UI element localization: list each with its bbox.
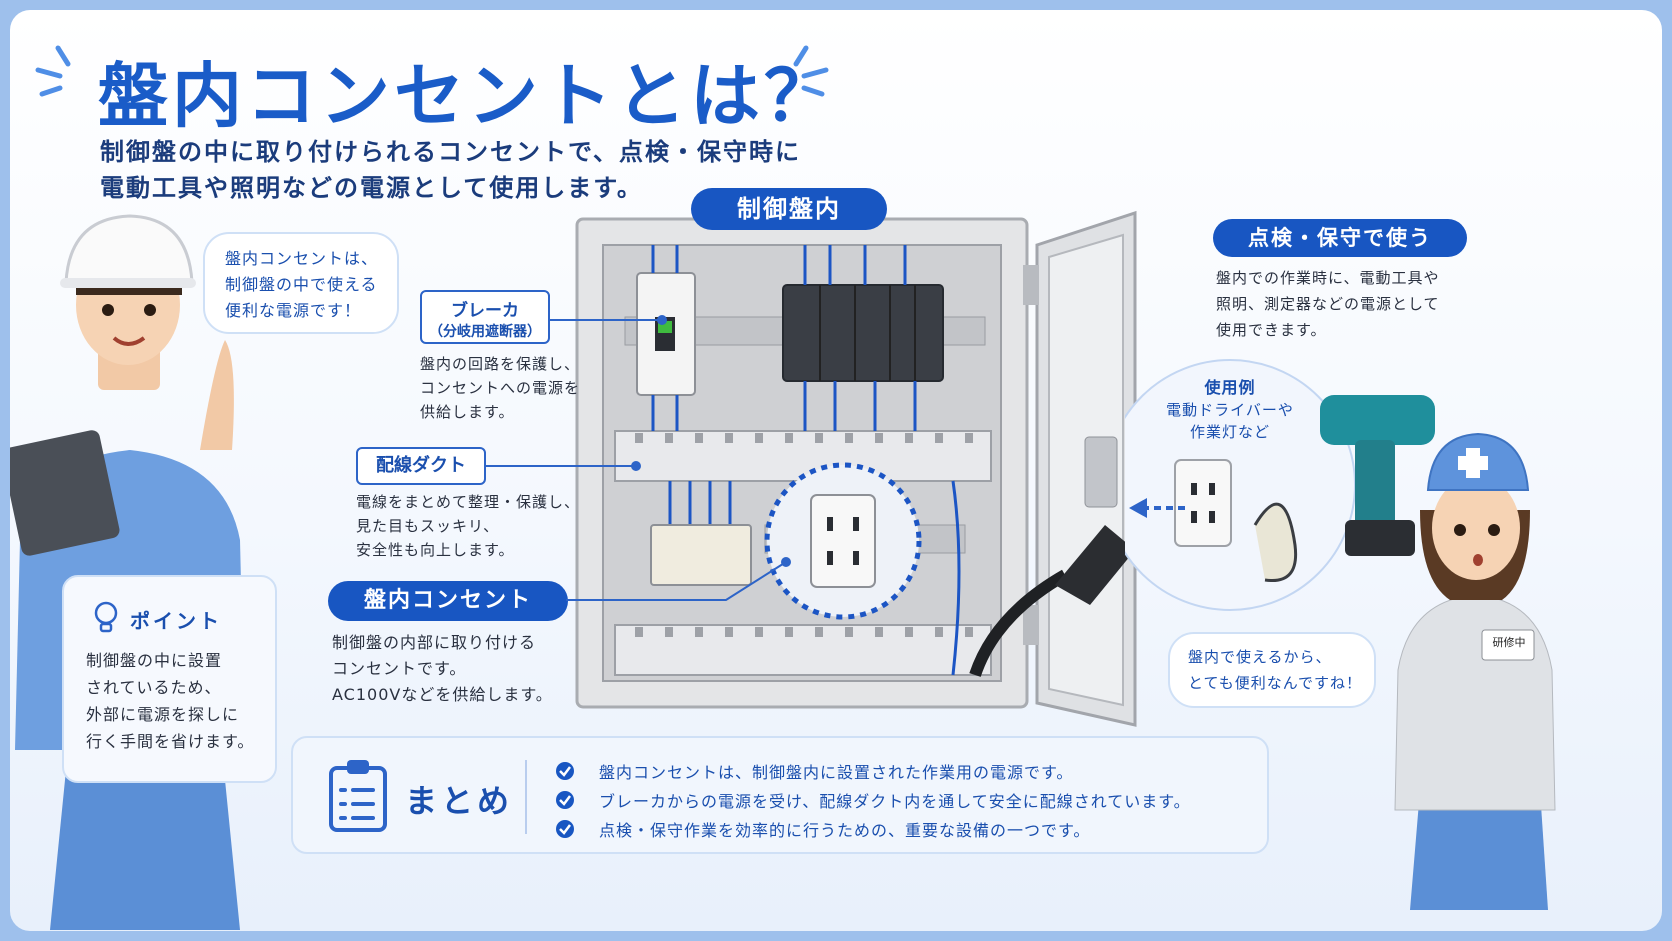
wiring-duct-lower — [614, 624, 992, 676]
infographic-page: 盤内コンセントとは？ 制御盤の中に取り付けられるコンセントで、点検・保守時に 電… — [10, 10, 1662, 931]
breaker-desc-line-2: コンセントへの電源を — [420, 379, 581, 397]
control-panel-illustration — [575, 210, 1137, 727]
outlet-leader-line — [566, 557, 791, 601]
duct-desc-line-1: 電線をまとめて整理・保護し、 — [356, 493, 581, 511]
summary-item-3: 点検・保守作業を効率的に行うための、重要な設備の一つです。 — [599, 820, 1091, 840]
subtitle-line-2: 電動工具や照明などの電源として使用します。 — [100, 174, 643, 202]
outlet-desc-line-3: AC100Vなどを供給します。 — [332, 685, 553, 704]
trainee-badge: 研修中 — [1492, 636, 1526, 649]
point-line-4: 行く手間を省けます。 — [86, 732, 255, 751]
point-line-2: されているため、 — [86, 678, 222, 697]
power-plug — [1055, 525, 1135, 605]
breaker-desc-line-1: 盤内の回路を保護し、 — [420, 355, 581, 373]
breaker-leader-line — [550, 315, 667, 325]
usage-line-1: 電動ドライバーや — [1166, 401, 1294, 419]
speech-left-line-2: 制御盤の中で使える — [225, 275, 378, 294]
maintenance-desc-line-2: 照明、測定器などの電源として — [1216, 295, 1440, 313]
summary-divider — [525, 760, 527, 834]
duct-desc-line-2: 見た目もスッキリ、 — [356, 517, 500, 535]
work-light — [1253, 502, 1298, 583]
summary-item-1: 盤内コンセントは、制御盤内に設置された作業用の電源です。 — [599, 762, 1074, 782]
clipboard-icon — [329, 760, 387, 832]
usage-arrow — [1129, 498, 1185, 518]
outlet-device — [810, 494, 876, 588]
summary-item: 点検・保守作業を効率的に行うための、重要な設備の一つです。 — [555, 814, 1191, 843]
usage-example-illustration — [1125, 359, 1435, 611]
point-title: ポイント — [130, 609, 222, 633]
outlet-label: 盤内コンセント — [328, 581, 568, 621]
breaker-label: ブレーカ — [451, 301, 519, 321]
summary-item-2: ブレーカからの電源を受け、配線ダクト内を通して安全に配線されています。 — [599, 791, 1191, 811]
point-card: ポイント 制御盤の中に設置 されているため、 外部に電源を探しに 行く手間を省け… — [62, 575, 277, 783]
speech-bubble-right: 盤内で使えるから、 とても便利なんですね！ — [1168, 632, 1376, 708]
breaker-desc-line-3: 供給します。 — [420, 403, 515, 421]
check-circle-icon — [556, 819, 574, 838]
breaker-label-box: ブレーカ （分岐用遮断器） — [420, 290, 550, 344]
duct-desc: 電線をまとめて整理・保護し、 見た目もスッキリ、 安全性も向上します。 — [356, 490, 580, 562]
summary-list: 盤内コンセントは、制御盤内に設置された作業用の電源です。 ブレーカからの電源を受… — [555, 756, 1191, 843]
emphasis-lines-right-icon — [793, 45, 829, 97]
maintenance-desc: 盤内での作業時に、電動工具や 照明、測定器などの電源として 使用できます。 — [1216, 265, 1440, 343]
worker-right-illustration — [1394, 432, 1556, 910]
check-circle-icon — [556, 790, 574, 809]
relay-modules — [782, 284, 944, 382]
point-text: 制御盤の中に設置 されているため、 外部に電源を探しに 行く手間を省けます。 — [86, 647, 254, 755]
speech-left-line-3: 便利な電源です！ — [225, 301, 362, 320]
usage-line-2: 作業灯など — [1189, 423, 1270, 441]
usage-text: 使用例 電動ドライバーや 作業灯など — [1155, 377, 1305, 443]
speech-bubble-left: 盤内コンセントは、 制御盤の中で使える 便利な電源です！ — [203, 232, 399, 334]
terminal-blocks — [650, 524, 752, 586]
maintenance-label: 点検・保守で使う — [1213, 219, 1467, 257]
speech-right-line-1: 盤内で使えるから、 — [1188, 648, 1332, 666]
outlet-desc-line-2: コンセントです。 — [332, 659, 467, 678]
subtitle-line-1: 制御盤の中に取り付けられるコンセントで、点検・保守時に — [100, 138, 802, 166]
maintenance-desc-line-3: 使用できます。 — [1216, 321, 1327, 339]
outlet-desc: 制御盤の内部に取り付ける コンセントです。 AC100Vなどを供給します。 — [332, 630, 553, 708]
summary-item: ブレーカからの電源を受け、配線ダクト内を通して安全に配線されています。 — [555, 785, 1191, 814]
point-line-3: 外部に電源を探しに — [86, 705, 240, 724]
speech-left-line-1: 盤内コンセントは、 — [225, 249, 379, 268]
panel-label: 制御盤内 — [691, 188, 887, 230]
speech-right-line-2: とても便利なんですね！ — [1188, 674, 1363, 692]
wall-outlet — [1174, 459, 1232, 547]
lightbulb-icon — [94, 601, 118, 633]
duct-leader-line — [486, 461, 641, 471]
usage-title: 使用例 — [1204, 378, 1256, 397]
point-line-1: 制御盤の中に設置 — [86, 651, 223, 670]
duct-label: 配線ダクト — [356, 447, 486, 485]
summary-item: 盤内コンセントは、制御盤内に設置された作業用の電源です。 — [555, 756, 1191, 785]
check-circle-icon — [556, 761, 574, 780]
summary-card: まとめ 盤内コンセントは、制御盤内に設置された作業用の電源です。 ブレーカからの… — [291, 736, 1269, 854]
breaker-sublabel: （分岐用遮断器） — [429, 324, 541, 340]
outlet-desc-line-1: 制御盤の内部に取り付ける — [332, 633, 537, 652]
maintenance-desc-line-1: 盤内での作業時に、電動工具や — [1216, 269, 1440, 287]
page-title: 盤内コンセントとは？ — [98, 55, 838, 137]
summary-title: まとめ — [405, 782, 514, 820]
breaker-desc: 盤内の回路を保護し、 コンセントへの電源を 供給します。 — [420, 352, 580, 424]
duct-desc-line-3: 安全性も向上します。 — [356, 541, 515, 559]
emphasis-lines-left-icon — [35, 45, 71, 97]
power-drill — [1320, 395, 1435, 445]
